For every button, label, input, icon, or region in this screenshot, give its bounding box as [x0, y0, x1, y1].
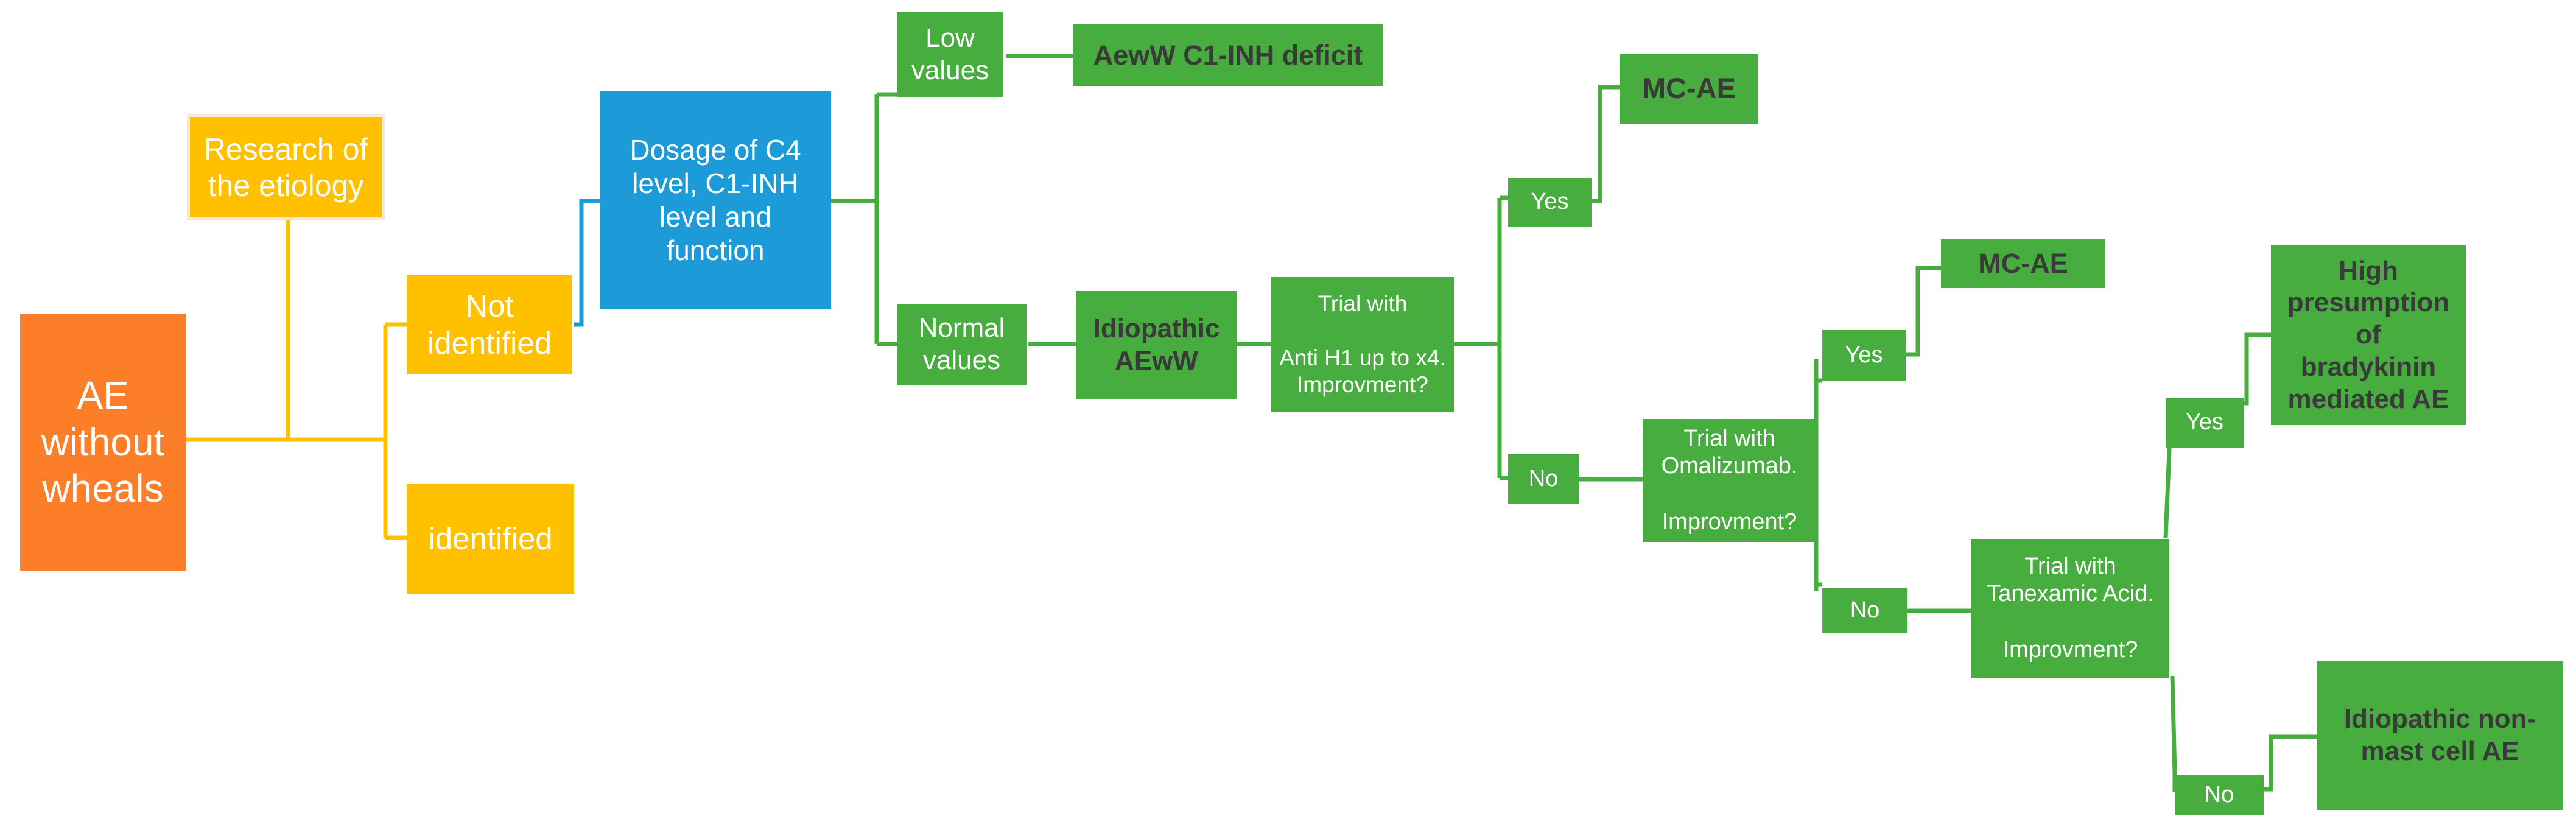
- node-idiopathic-non-mast-cell: Idiopathic non- mast cell AE: [2317, 661, 2563, 810]
- connector-tanexamic-down: [2170, 675, 2177, 774]
- node-no-2-label: No: [1850, 597, 1880, 623]
- node-low-values-label: Low values: [911, 23, 989, 85]
- connector-no3-to-nonmast: [2264, 734, 2317, 792]
- node-mc-ae-2: MC-AE: [1941, 239, 2105, 288]
- node-not-identified: Not identified: [407, 275, 572, 374]
- node-mc-ae-2-label: MC-AE: [1978, 248, 2068, 279]
- node-idiopathic-non-mast-cell-label: Idiopathic non- mast cell AE: [2343, 703, 2536, 766]
- connector-yes1-to-mcae: [1591, 85, 1620, 203]
- node-no-3-label: No: [2204, 782, 2234, 808]
- node-no-1: No: [1508, 454, 1579, 504]
- node-trial-tanexamic: Trial with Tanexamic Acid. Improvment?: [1971, 539, 2169, 678]
- node-idiopathic-aeww-label: Idiopathic AEwW: [1093, 314, 1220, 376]
- node-identified: identified: [407, 484, 574, 594]
- node-trial-anti-h1-label: Trial with Anti H1 up to x4. Improvment?: [1279, 291, 1446, 398]
- node-mc-ae-1: MC-AE: [1620, 54, 1758, 124]
- node-research-etiology: Research of the etiology: [187, 114, 385, 220]
- node-no-3: No: [2175, 775, 2264, 815]
- node-mc-ae-1-label: MC-AE: [1641, 72, 1736, 105]
- node-trial-tanexamic-label: Trial with Tanexamic Acid. Improvment?: [1987, 553, 2154, 663]
- node-yes-1-label: Yes: [1531, 189, 1569, 215]
- node-research-etiology-label: Research of the etiology: [203, 132, 368, 203]
- connector-yes3-to-bradykinin: [2242, 332, 2271, 406]
- connector-tanexamic-up: [2163, 450, 2172, 538]
- node-bradykinin-label: High presumption of bradykinin mediated …: [2287, 255, 2450, 414]
- node-idiopathic-aeww: Idiopathic AEwW: [1076, 291, 1237, 399]
- node-dosage-label: Dosage of C4 level, C1-INH level and fun…: [630, 133, 801, 267]
- node-yes-2-label: Yes: [1845, 342, 1883, 368]
- connector-dosage: [574, 199, 600, 327]
- connector-yes2-to-mcae: [1904, 266, 1941, 357]
- node-no-1-label: No: [1528, 465, 1559, 491]
- node-ae-without-wheals: AE without wheals: [20, 314, 186, 571]
- node-yes-3-label: Yes: [2186, 409, 2223, 435]
- node-yes-2: Yes: [1822, 330, 1906, 381]
- node-yes-1: Yes: [1508, 178, 1592, 227]
- node-normal-values-label: Normal values: [918, 313, 1005, 375]
- node-normal-values: Normal values: [897, 304, 1027, 385]
- node-not-identified-label: Not identified: [427, 288, 552, 360]
- node-trial-omalizumab-label: Trial with Omalizumab. Improvment?: [1661, 425, 1798, 535]
- node-trial-anti-h1: Trial with Anti H1 up to x4. Improvment?: [1271, 277, 1454, 412]
- node-ae-without-wheals-label: AE without wheals: [41, 373, 165, 511]
- node-aeww-c1inh-deficit-label: AewW C1-INH deficit: [1093, 40, 1363, 71]
- node-yes-3: Yes: [2166, 398, 2244, 448]
- node-bradykinin: High presumption of bradykinin mediated …: [2271, 245, 2466, 425]
- node-trial-omalizumab: Trial with Omalizumab. Improvment?: [1643, 419, 1816, 542]
- node-low-values: Low values: [897, 12, 1003, 97]
- node-identified-label: identified: [428, 521, 553, 557]
- node-dosage: Dosage of C4 level, C1-INH level and fun…: [600, 91, 831, 309]
- node-no-2: No: [1822, 588, 1907, 633]
- node-aeww-c1inh-deficit: AewW C1-INH deficit: [1073, 24, 1383, 86]
